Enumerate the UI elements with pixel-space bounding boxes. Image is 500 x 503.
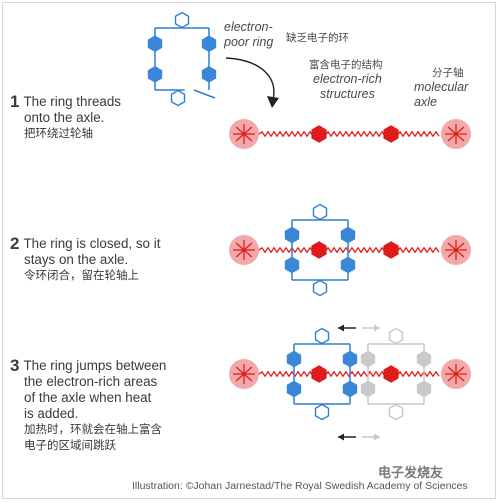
- ring-closed-step-3: [286, 327, 358, 421]
- ghost-ring: [360, 327, 432, 421]
- electron-poor-ring-label-cn: 缺乏电子的环: [286, 32, 349, 44]
- ring-bottom-node: [312, 279, 328, 297]
- electron-rich-unit: [311, 241, 327, 259]
- ring-side-node: [147, 65, 163, 83]
- ring-top-node: [174, 11, 190, 29]
- ring-side-node: [416, 380, 432, 398]
- electron-rich-unit: [383, 125, 399, 143]
- ring-side-node: [201, 65, 217, 83]
- axles-layer: [229, 119, 471, 389]
- step-3-number: 3: [10, 356, 20, 375]
- illustration-credit: Illustration: ©Johan Jarnestad/The Royal…: [132, 480, 468, 492]
- electron-rich-unit: [383, 365, 399, 383]
- electron-rich-unit: [311, 365, 327, 383]
- ring-side-node: [147, 35, 163, 53]
- arrows-layer: [225, 57, 380, 441]
- ring-side-node: [340, 226, 356, 244]
- thread-arrow-head-icon: [267, 96, 279, 108]
- ring-top-node: [312, 203, 328, 221]
- electron-poor-ring-label: electron- poor ring: [224, 20, 274, 49]
- ring-side-node: [342, 380, 358, 398]
- ring-side-node: [284, 226, 300, 244]
- axle-chain: [258, 370, 440, 378]
- ring-bottom-node: [388, 403, 404, 421]
- right-stopper-icon: [441, 359, 471, 389]
- axle-step-3: [229, 359, 471, 389]
- ring-open: [147, 11, 217, 107]
- ring-side-node: [340, 256, 356, 274]
- left-stopper-icon: [229, 235, 259, 265]
- ring-side-node: [416, 350, 432, 368]
- ring-side-node: [201, 35, 217, 53]
- right-stopper-icon: [441, 119, 471, 149]
- axle-step-1: [229, 119, 471, 149]
- electron-rich-label-cn: 富含电子的结构: [309, 59, 383, 71]
- electron-rich-label: electron-rich structures: [313, 72, 382, 101]
- electron-rich-unit: [383, 241, 399, 259]
- ring-top-node: [314, 327, 330, 345]
- right-arrow-bottom-icon: [362, 433, 380, 441]
- thread-arrow-icon: [225, 57, 275, 101]
- ring-bottom-node: [314, 403, 330, 421]
- axle-chain: [258, 130, 440, 138]
- ring-side-node: [360, 380, 376, 398]
- axle-label: molecular axle: [414, 80, 469, 109]
- right-stopper-icon: [441, 235, 471, 265]
- axle-chain: [258, 246, 440, 254]
- watermark-logo: 电子发烧友: [378, 465, 444, 480]
- ghost-ring-layer: [360, 327, 432, 421]
- ring-bottom-node: [170, 89, 186, 107]
- ring-side-node: [342, 350, 358, 368]
- right-arrow-top-icon: [362, 324, 380, 332]
- left-arrow-top-icon: [338, 324, 356, 332]
- electron-rich-unit: [311, 125, 327, 143]
- step-2-number: 2: [10, 234, 20, 253]
- ring-closed-step-2: [284, 203, 356, 297]
- left-stopper-icon: [229, 359, 259, 389]
- rings-layer: [147, 11, 358, 421]
- ring-top-node: [388, 327, 404, 345]
- ring-side-node: [284, 256, 300, 274]
- axle-label-cn: 分子轴: [432, 67, 464, 79]
- ring-side-node: [360, 350, 376, 368]
- left-stopper-icon: [229, 119, 259, 149]
- figure-frame: [2, 2, 496, 499]
- step-1-number: 1: [10, 92, 20, 111]
- ring-side-node: [286, 380, 302, 398]
- ring-side-node: [286, 350, 302, 368]
- axle-step-2: [229, 235, 471, 265]
- left-arrow-bottom-icon: [338, 433, 356, 441]
